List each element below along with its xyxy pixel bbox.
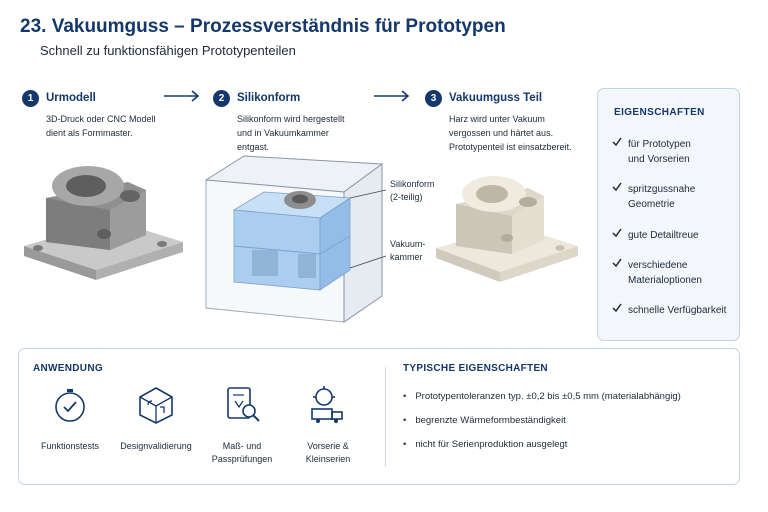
typical-property-text: nicht für Serienproduktion ausgelegt	[415, 439, 568, 450]
step-description: 3D-Druck oder CNC Modell dient als Formm…	[46, 112, 172, 140]
checkmark-icon	[612, 182, 622, 192]
step-description-line: entgast.	[237, 142, 270, 152]
master-model-illustration	[24, 166, 183, 280]
application-item: Funktionstests	[27, 385, 113, 453]
bottom-panel: ANWENDUNG Funktionstests Designvalidieru…	[18, 348, 740, 485]
step-vakuumguss-teil: 3 Vakuumguss Teil Harz wird unter Vakuum…	[425, 88, 595, 154]
callout-line: kammer	[390, 252, 423, 262]
property-line: spritzgussnahe	[628, 184, 696, 195]
callout-line: (2-teilig)	[390, 192, 423, 202]
step-silikonform: 2 Silikonform Silikonform wird hergestel…	[213, 88, 373, 154]
step-description-line: Harz wird unter Vakuum	[449, 114, 545, 124]
step-title: Silikonform	[237, 92, 301, 104]
checkmark-icon	[612, 137, 622, 147]
step-urmodell: 1 Urmodell 3D-Druck oder CNC Modell dien…	[22, 88, 172, 140]
page-title: 23. Vakuumguss – Prozessverständnis für …	[20, 16, 506, 37]
checkmark-icon	[612, 258, 622, 268]
typical-property-item: • begrenzte Wärmeformbeständigkeit	[403, 415, 566, 426]
bullet-icon: •	[403, 415, 407, 426]
application-label: Passprüfungen	[211, 454, 273, 464]
properties-heading: EIGENSCHAFTEN	[614, 107, 705, 118]
step-number-badge: 1	[22, 89, 39, 107]
application-item: Designvalidierung	[113, 385, 199, 453]
property-line: Geometrie	[628, 199, 675, 210]
page-subtitle: Schnell zu funktionsfähigen Prototypente…	[40, 43, 296, 58]
step-title: Vakuumguss Teil	[449, 92, 543, 104]
typical-properties-heading: TYPISCHE EIGENSCHAFTEN	[403, 363, 548, 374]
step-description-line: Silikonform wird hergestellt	[237, 114, 345, 124]
application-item: Vorserie & Kleinserien	[285, 385, 371, 466]
application-label: Kleinserien	[305, 454, 351, 464]
section-divider	[385, 367, 386, 467]
property-item: schnelle Verfügbarkeit	[612, 303, 726, 318]
application-label: Designvalidierung	[120, 441, 192, 451]
property-line: für Prototypen	[628, 139, 691, 150]
step-description-line: und in Vakuumkammer	[237, 128, 329, 138]
stopwatch-icon	[55, 389, 85, 422]
step-description: Silikonform wird hergestellt und in Vaku…	[237, 112, 373, 154]
cast-part-illustration	[436, 176, 578, 282]
callout-vacuum-chamber: Vakuum- kammer	[390, 238, 425, 264]
property-line: gute Detailtreue	[628, 230, 699, 241]
checkmark-icon	[612, 228, 622, 238]
step-description-line: Prototypenteil ist einsatzbereit.	[449, 142, 572, 152]
property-line: Materialoptionen	[628, 275, 702, 286]
property-item: gute Detailtreue	[612, 228, 699, 243]
application-label: Funktionstests	[40, 441, 100, 451]
property-line: schnelle Verfügbarkeit	[628, 305, 727, 316]
application-label: Vorserie &	[307, 441, 349, 451]
series-production-icon	[311, 386, 343, 423]
typical-property-item: • Prototypentoleranzen typ. ±0,2 bis ±0,5…	[403, 391, 681, 402]
checkmark-icon	[612, 303, 622, 313]
bullet-icon: •	[403, 391, 407, 402]
callout-line: Silikonform	[390, 179, 435, 189]
silicone-mold-chamber-illustration	[204, 155, 387, 323]
property-item: für Prototypen und Vorserien	[612, 137, 691, 167]
callout-line: Vakuum-	[390, 239, 426, 249]
callout-silicone-mold: Silikonform (2-teilig)	[390, 178, 435, 204]
arrow-right-icon	[374, 90, 410, 102]
typical-property-text: Prototypentoleranzen typ. ±0,2 bis ±0,5 …	[415, 391, 681, 402]
typical-property-item: • nicht für Serienproduktion ausgelegt	[403, 439, 567, 450]
step-description-line: 3D-Druck oder CNC Modell	[46, 114, 156, 124]
property-line: verschiedene	[628, 260, 688, 271]
typical-property-text: begrenzte Wärmeformbeständigkeit	[415, 415, 566, 426]
application-label: Maß- und	[222, 441, 262, 451]
properties-panel: EIGENSCHAFTEN für Prototypen und Vorserie…	[597, 88, 740, 341]
design-cube-icon	[139, 387, 173, 424]
magnifier-document-icon	[227, 387, 260, 422]
step-description: Harz wird unter Vakuum vergossen und här…	[449, 112, 595, 154]
step-description-line: vergossen und härtet aus.	[449, 128, 554, 138]
step-description-line: dient als Formmaster.	[46, 128, 133, 138]
bullet-icon: •	[403, 439, 407, 450]
step-number-badge: 3	[425, 89, 442, 107]
step-number-badge: 2	[213, 89, 230, 107]
step-title: Urmodell	[46, 92, 96, 104]
arrow-right-icon	[164, 90, 200, 102]
property-line: und Vorserien	[628, 154, 690, 165]
application-heading: ANWENDUNG	[33, 363, 103, 374]
